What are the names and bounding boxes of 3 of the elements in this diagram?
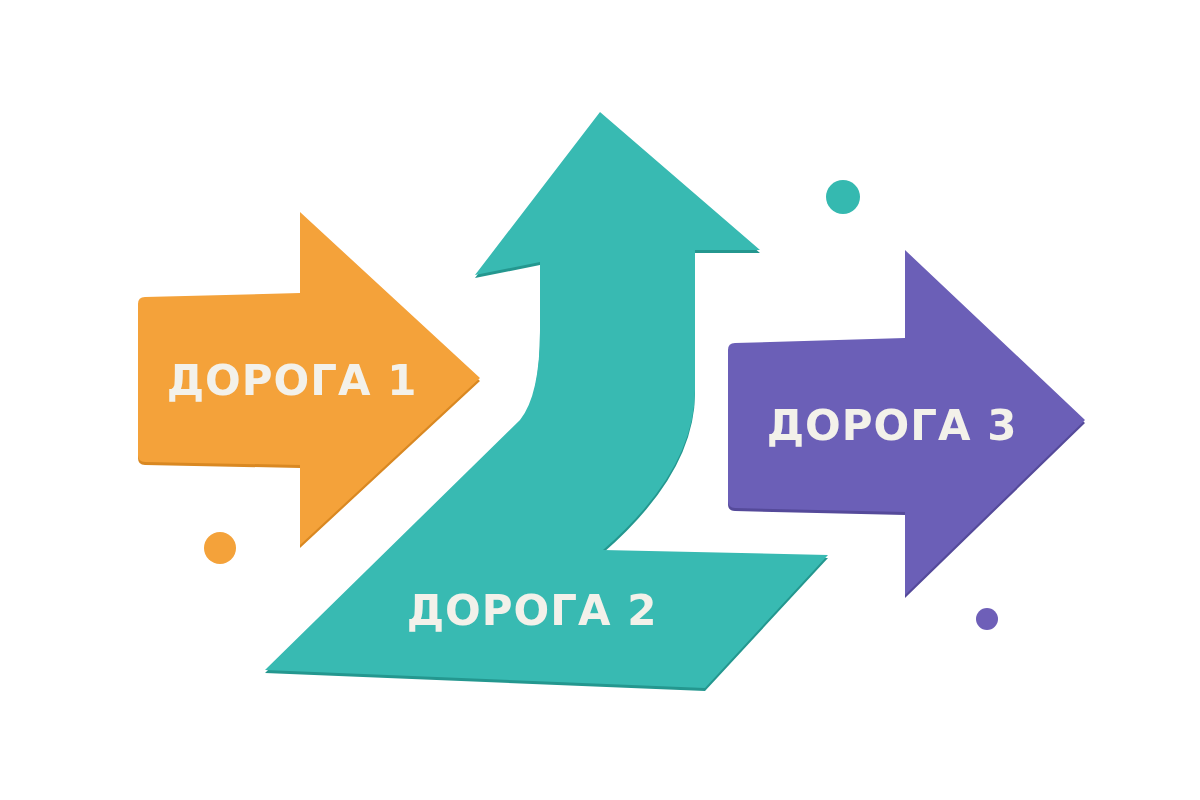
- arrow-label: ДОРОГА 1: [166, 355, 418, 405]
- arrow-label: ДОРОГА 3: [766, 400, 1018, 450]
- arrow-label: ДОРОГА 2: [406, 585, 658, 635]
